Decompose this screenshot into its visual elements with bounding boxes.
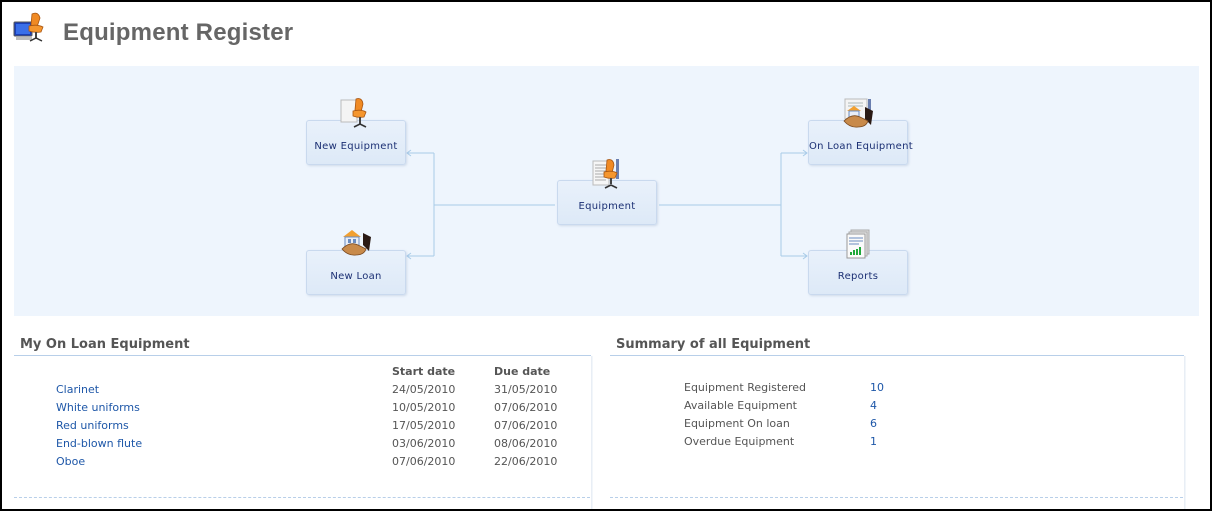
loan-start-date: 17/05/2010 [392,419,456,432]
panel-footer-divider [14,497,590,498]
start-date-header: Start date [392,365,456,378]
on-loan-equipment-label: On Loan Equipment [809,141,913,152]
arrow-head [802,149,808,157]
loan-item-link[interactable]: White uniforms [56,401,140,414]
loan-start-date: 10/05/2010 [392,401,456,414]
chair-document-icon [340,98,367,128]
summary-label: Overdue Equipment [684,435,795,448]
loan-item-link[interactable]: Red uniforms [56,419,129,432]
panel-divider [14,355,591,356]
equipment-button[interactable]: Equipment [557,159,657,225]
my-on-loan-title: My On Loan Equipment [20,337,190,352]
summary-value-link[interactable]: 10 [870,381,884,394]
arrow-head [406,252,412,260]
reports-label: Reports [837,271,879,282]
loan-start-date: 03/06/2010 [392,437,456,450]
loan-start-date: 24/05/2010 [392,383,456,396]
loan-item-link[interactable]: Oboe [56,455,86,468]
handshake-document-icon [843,98,873,128]
handshake-house-icon [341,230,371,256]
reports-button[interactable]: Reports [808,229,908,295]
loan-due-date: 07/06/2010 [494,419,558,432]
loan-item-link[interactable]: End-blown flute [56,437,143,450]
new-equipment-button[interactable]: New Equipment [306,98,406,165]
loan-due-date: 08/06/2010 [494,437,558,450]
report-chart-icon [846,229,870,259]
new-loan-label: New Loan [330,271,382,282]
summary-label: Equipment Registered [684,381,807,394]
summary-value-link[interactable]: 6 [870,417,877,430]
page-title: Equipment Register [63,19,294,46]
panel-edge-shadow [1184,356,1186,509]
new-equipment-label: New Equipment [314,141,398,152]
loan-due-date: 22/06/2010 [494,455,558,468]
arrow-head [406,149,412,157]
due-date-header: Due date [494,365,551,378]
summary-value-link[interactable]: 4 [870,399,877,412]
on-loan-equipment-button[interactable]: On Loan Equipment [808,98,913,165]
panel-divider [610,355,1184,356]
equipment-register-icon [13,12,44,42]
my-on-loan-panel: My On Loan Equipment Start date Due date… [14,332,594,509]
loan-due-date: 07/06/2010 [494,401,558,414]
loan-due-date: 31/05/2010 [494,383,558,396]
summary-label: Available Equipment [684,399,797,412]
navigation-diagram: New Equipment New Loan [14,66,1199,316]
equipment-label: Equipment [578,201,636,212]
summary-title: Summary of all Equipment [616,337,811,352]
summary-panel: Summary of all Equipment Equipment Regis… [610,332,1190,509]
chair-list-icon [592,159,619,189]
summary-label: Equipment On loan [684,417,790,430]
panel-edge-shadow [591,356,593,509]
new-loan-button[interactable]: New Loan [306,230,406,295]
loan-item-link[interactable]: Clarinet [56,383,100,396]
arrow-head [802,252,808,260]
summary-value-link[interactable]: 1 [870,435,877,448]
panel-footer-divider [610,497,1183,498]
loan-start-date: 07/06/2010 [392,455,456,468]
